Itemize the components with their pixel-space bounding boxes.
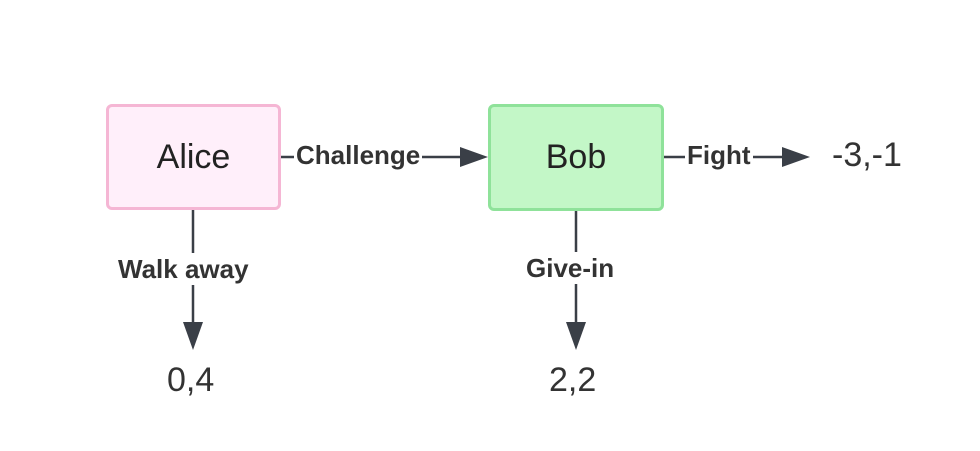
edge-walk-away-arrowhead (183, 322, 203, 350)
edge-label-fight: Fight (685, 139, 753, 171)
edge-label-challenge: Challenge (294, 139, 423, 171)
player-node-bob: Bob (488, 104, 664, 211)
node-label-bob: Bob (545, 138, 607, 176)
edge-fight-arrowhead (782, 147, 810, 167)
edge-challenge-arrowhead (460, 147, 488, 167)
node-label-alice: Alice (156, 137, 231, 176)
player-node-alice: Alice (106, 104, 281, 210)
edge-give-in-arrowhead (566, 322, 586, 350)
payoff-give-in: 2,2 (549, 361, 597, 399)
payoff-walk-away: 0,4 (167, 361, 215, 399)
edge-label-walk-away: Walk away (116, 253, 251, 285)
payoff-fight: -3,-1 (832, 136, 902, 174)
edge-label-give-in: Give-in (524, 252, 617, 284)
